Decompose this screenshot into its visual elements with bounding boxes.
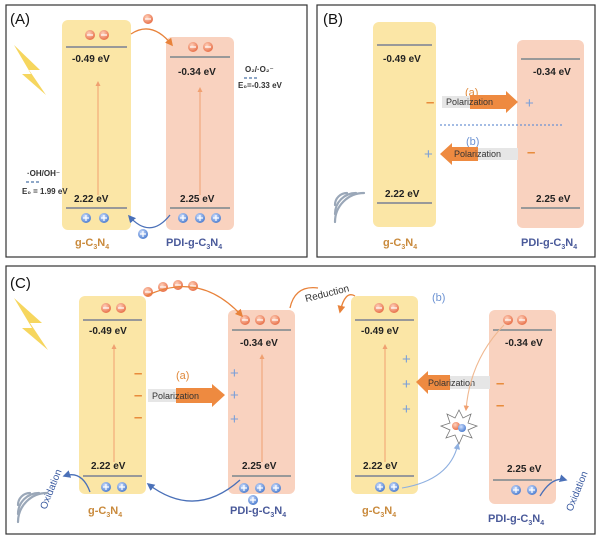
recombination-burst-icon <box>439 409 479 445</box>
a-electron-transfer-arrow <box>130 28 173 47</box>
a-pdi-vb-label: 2.25 eV <box>180 194 215 205</box>
c-right-pdi-electrons <box>503 315 527 325</box>
a-transit-hole <box>138 229 148 239</box>
c-right-gcn-cb-label: -0.49 eV <box>361 326 399 337</box>
panel-b-frame <box>316 4 596 258</box>
c-left-oxidation-arrow <box>62 470 91 493</box>
a-gcn-electrons <box>85 30 109 40</box>
c-left-gcn-material: g-C3N4 <box>88 505 122 519</box>
b-gcn-vb-label: 2.22 eV <box>385 189 420 200</box>
c-a-tag: (a) <box>176 370 189 382</box>
panel-c-frame <box>5 265 596 535</box>
c-right-pdi-vb-label: 2.25 eV <box>507 464 542 475</box>
c-left-plus-1: + <box>230 365 239 382</box>
c-right-pdi-band <box>489 310 556 504</box>
a-transit-electron <box>143 14 153 24</box>
b-gcn-material: g-C3N4 <box>383 237 417 251</box>
b-pdi-minus: – <box>527 144 535 161</box>
c-transit-electrons <box>143 280 198 297</box>
c-electron-recombination-path <box>463 324 505 412</box>
lightning-icon-c <box>14 298 48 350</box>
b-gcn-plus: + <box>424 146 433 163</box>
c-right-pdi-cb-label: -0.34 eV <box>505 338 543 349</box>
panel-c-label: (C) <box>10 275 31 292</box>
c-left-pdi-cb-label: -0.34 eV <box>240 338 278 349</box>
c-left-oxidation-label: Oxidation <box>39 468 65 511</box>
b-pdi-material: PDI-g-C3N4 <box>521 237 577 251</box>
b-pdi-plus: + <box>525 95 534 112</box>
c-right-plus-1: + <box>402 351 411 368</box>
c-right-minus-2: – <box>496 397 504 414</box>
lightning-icon <box>14 45 46 95</box>
c-left-gcn-band <box>79 296 146 494</box>
c-right-pdi-holes <box>511 485 537 495</box>
c-polarization-label-b: Polarization <box>428 378 475 388</box>
b-gcn-minus: – <box>426 94 434 111</box>
c-left-pdi-electrons <box>240 315 280 325</box>
b-polarization-arrow-left <box>440 143 518 165</box>
b-polarization-label-a: Polarization <box>446 97 493 107</box>
b-polarization-arrow-right <box>442 91 518 113</box>
b-pdi-vb-label: 2.25 eV <box>536 194 571 205</box>
b-gcn-band <box>373 22 436 227</box>
a-hole-transfer-arrow <box>127 214 171 229</box>
a-oh-e0: E₀ = 1.99 eV <box>22 187 68 196</box>
a-pdi-material: PDI-g-C3N4 <box>166 237 222 251</box>
b-ultrasound-icon <box>333 191 366 224</box>
c-left-plus-2: + <box>230 387 239 404</box>
c-hole-transfer-arrow <box>146 479 241 502</box>
a-o2-e0: E₀=-0.33 eV <box>238 81 283 90</box>
a-gcn-cb-label: -0.49 eV <box>72 54 110 65</box>
panel-b-label: (B) <box>323 11 343 28</box>
c-left-pdi-holes <box>239 483 281 505</box>
a-pdi-holes <box>178 213 221 223</box>
c-reduction-arrow-left <box>289 287 319 309</box>
c-left-minus-3: – <box>134 409 142 426</box>
c-right-gcn-holes <box>375 482 399 492</box>
b-pdi-cb-label: -0.34 eV <box>533 67 571 78</box>
c-left-gcn-electrons <box>101 303 126 313</box>
c-ultrasound-icon <box>16 491 49 524</box>
c-left-pdi-vb-label: 2.25 eV <box>242 461 277 472</box>
c-electron-transfer-arrow <box>145 285 244 318</box>
a-gcn-material: g-C3N4 <box>75 237 109 251</box>
panel-a-frame <box>5 4 308 258</box>
b-polarization-label-b: Polarization <box>454 149 501 159</box>
b-b-tag: (b) <box>466 136 479 148</box>
c-right-oxidation-arrow <box>539 474 568 497</box>
c-left-plus-3: + <box>230 411 239 428</box>
c-right-gcn-electrons <box>374 303 399 313</box>
c-left-gcn-vb-label: 2.22 eV <box>91 461 126 472</box>
a-pdi-electrons <box>188 42 213 52</box>
c-left-minus-1: – <box>134 365 142 382</box>
c-right-gcn-material: g-C3N4 <box>362 505 396 519</box>
a-gcn-vb-label: 2.22 eV <box>74 194 109 205</box>
c-left-minus-2: – <box>134 387 142 404</box>
panel-a-label: (A) <box>10 11 30 28</box>
c-right-plus-2: + <box>402 376 411 393</box>
c-polarization-arrow-left <box>416 371 490 394</box>
b-pdi-band <box>517 40 584 228</box>
c-right-plus-3: + <box>402 401 411 418</box>
c-right-gcn-vb-label: 2.22 eV <box>363 461 398 472</box>
c-right-pdi-material: PDI-g-C3N4 <box>488 513 544 527</box>
a-oh-couple: ·OH/OH⁻ <box>27 169 60 178</box>
c-reduction-arrow-right <box>337 294 356 314</box>
c-polarization-arrow-right <box>148 384 225 407</box>
c-right-minus-1: – <box>496 375 504 392</box>
a-o2-couple: O₂/·O₂⁻ <box>245 65 274 74</box>
c-right-oxidation-label: Oxidation <box>565 470 591 513</box>
b-gcn-cb-label: -0.49 eV <box>383 54 421 65</box>
c-polarization-label-a: Polarization <box>152 391 199 401</box>
a-gcn-holes <box>81 213 109 223</box>
c-left-pdi-material: PDI-g-C3N4 <box>230 505 286 519</box>
c-left-gcn-holes <box>101 482 127 492</box>
c-b-tag: (b) <box>432 292 445 304</box>
a-gcn-band <box>62 20 131 230</box>
c-hole-recombination-path <box>401 442 461 489</box>
c-left-gcn-cb-label: -0.49 eV <box>89 326 127 337</box>
a-pdi-cb-label: -0.34 eV <box>178 67 216 78</box>
